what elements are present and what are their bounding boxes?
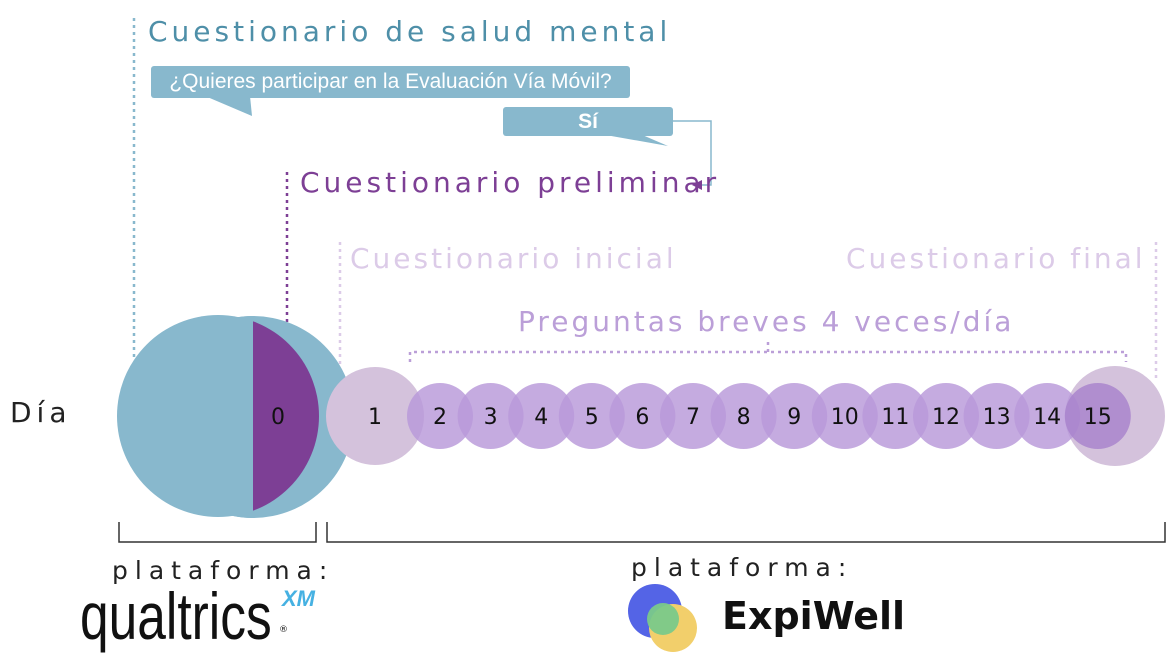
day-4-label: 4 [534, 405, 548, 430]
day-13-label: 13 [983, 405, 1011, 430]
day-15-circle [1064, 383, 1131, 449]
day-14-label: 14 [1033, 405, 1061, 430]
participation-question-bubble: ¿Quieres participar en la Evaluación Vía… [151, 66, 630, 98]
day-11-circle [862, 383, 929, 449]
qualtrics-platform-bracket [118, 522, 317, 543]
brief-questions-bracket [408, 340, 1128, 362]
day-12-circle [913, 383, 979, 449]
day-3-label: 3 [484, 405, 498, 430]
question-bubble-tail [205, 96, 252, 116]
day-3-circle [457, 383, 524, 449]
expiwell-logo-icon [628, 584, 697, 652]
participation-answer-bubble: Sí [503, 107, 673, 136]
day-11-label: 11 [881, 405, 909, 430]
day-10-label: 10 [831, 405, 859, 430]
day-7-label: 7 [686, 405, 700, 430]
expiwell-logo-text: ExpiWell [722, 594, 906, 638]
day-9-label: 9 [787, 405, 801, 430]
qualtrics-platform-label: plataforma: [112, 556, 335, 585]
answer-bubble-tail [600, 134, 668, 146]
day-15-label: 15 [1084, 405, 1112, 430]
day-6-circle [609, 383, 676, 449]
initial-questionnaire-title: Cuestionario inicial [350, 242, 677, 275]
day-9-circle [761, 383, 828, 449]
preliminary-questionnaire-title: Cuestionario preliminar [300, 166, 721, 199]
day-0-circle: 0 [117, 315, 354, 518]
qualtrics-xm-mark: XM [282, 586, 315, 611]
day-13-circle [963, 383, 1030, 449]
day-14-circle [1014, 383, 1081, 449]
connector-arrowhead [692, 180, 702, 190]
day-2-circle [407, 383, 473, 449]
day-8-label: 8 [737, 405, 751, 430]
day-0-label: 0 [271, 405, 285, 430]
qualtrics-logo: qualtrics [80, 579, 272, 653]
day-5-label: 5 [585, 405, 599, 430]
day-5-circle [558, 383, 625, 449]
expiwell-platform-bracket [326, 522, 1166, 543]
day-7-circle [660, 383, 726, 449]
day-6-label: 6 [635, 405, 649, 430]
expiwell-platform-label: plataforma: [631, 553, 854, 582]
day-axis-label: Día [10, 396, 72, 429]
day-8-circle [710, 383, 777, 449]
brief-questions-title: Preguntas breves 4 veces/día [518, 305, 1015, 338]
day-12-label: 12 [932, 405, 960, 430]
day-1-label: 1 [368, 405, 382, 430]
daily-circles-group [407, 383, 1131, 449]
day-1-circle [326, 367, 424, 465]
day-2-label: 2 [433, 405, 447, 430]
daily-labels-group: 2 3 4 5 6 7 8 9 10 11 12 13 14 15 [433, 405, 1112, 430]
qualtrics-registered-mark: ® [279, 625, 288, 635]
day-4-circle [508, 383, 575, 449]
final-questionnaire-title: Cuestionario final [846, 242, 1146, 275]
mental-health-questionnaire-title: Cuestionario de salud mental [148, 15, 672, 48]
day-10-circle [811, 383, 878, 449]
answer-connector-line [672, 120, 712, 186]
